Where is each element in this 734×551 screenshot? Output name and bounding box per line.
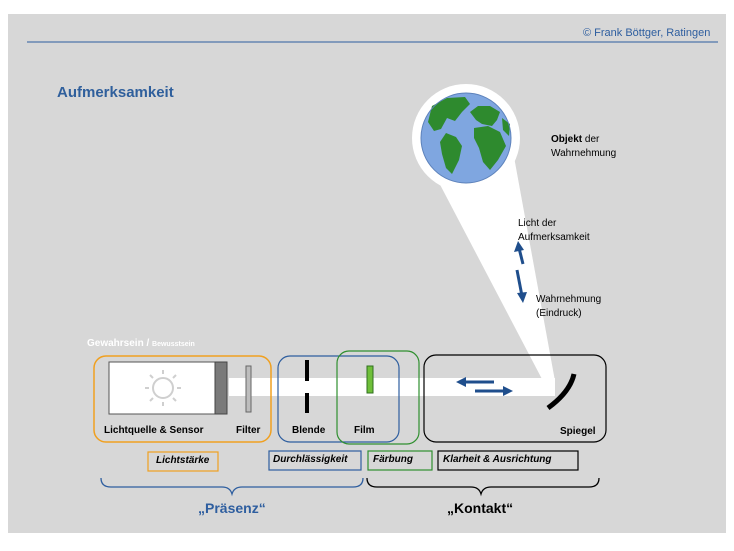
film-label: Film [354,425,375,436]
durchlaessigkeit-label: Durchlässigkeit [273,454,348,465]
quality-box-black [437,450,579,471]
lichtquelle-label: Lichtquelle & Sensor [104,425,204,436]
objekt-line-2: Wahrnehmung [551,148,617,159]
objekt-rest: der [582,134,600,145]
quality-box-orange [147,451,219,472]
blende-label: Blende [292,425,326,436]
aperture-top-bar [305,360,309,381]
globe-icon [420,92,512,184]
filter-plate [245,365,252,413]
group-box-black [423,354,607,443]
wahrnehmung-line-2: (Eindruck) [536,308,582,319]
diagram-panel [8,14,726,533]
wahrnehmung-line-1: Wahrnehmung [536,294,602,305]
objekt-label: Objekt der Wahrnehmung [551,133,616,161]
mirror [546,373,577,411]
licht-line-2: Aufmerksamkeit [518,232,590,243]
left-arrow [456,377,494,387]
page-title: Aufmerksamkeit [57,84,174,101]
group-box-green [336,350,420,445]
light-source-box [108,361,216,415]
kontakt-bracket [366,477,600,497]
kontakt-label: „Kontakt“ [447,500,514,516]
copyright-text: © Frank Böttger, Ratingen [583,27,711,39]
licht-line-1: Licht der [518,218,557,229]
right-arrow [475,386,513,396]
sensor-plate [214,361,228,415]
klarheit-label: Klarheit & Ausrichtung [443,454,552,465]
filter-label: Filter [236,425,261,436]
sun-icon [145,370,181,406]
wahrnehmung-label: Wahrnehmung (Eindruck) [536,293,601,321]
light-arrow-up [514,241,525,265]
group-box-orange [93,355,272,443]
licht-label: Licht der Aufmerksamkeit [518,217,590,245]
objekt-bold: Objekt [551,134,583,145]
perception-arrow-down [515,269,527,303]
film-strip [366,365,374,394]
bewusstsein-text: Bewusstsein [152,341,195,348]
praesenz-bracket [100,477,364,497]
quality-box-blue [268,450,362,471]
spiegel-label: Spiegel [560,426,596,437]
aperture-bottom-bar [305,393,309,413]
faerbung-label: Färbung [373,454,413,465]
praesenz-label: „Präsenz“ [198,500,266,516]
gewahrsein-text: Gewahrsein / [87,338,153,349]
objekt-line-1: Objekt der [551,133,616,147]
quality-box-green [367,450,433,471]
light-cone [414,135,555,381]
lichtstaerke-label: Lichtstärke [156,455,210,466]
gewahrsein-label: Gewahrsein / Bewusstsein [87,338,195,349]
